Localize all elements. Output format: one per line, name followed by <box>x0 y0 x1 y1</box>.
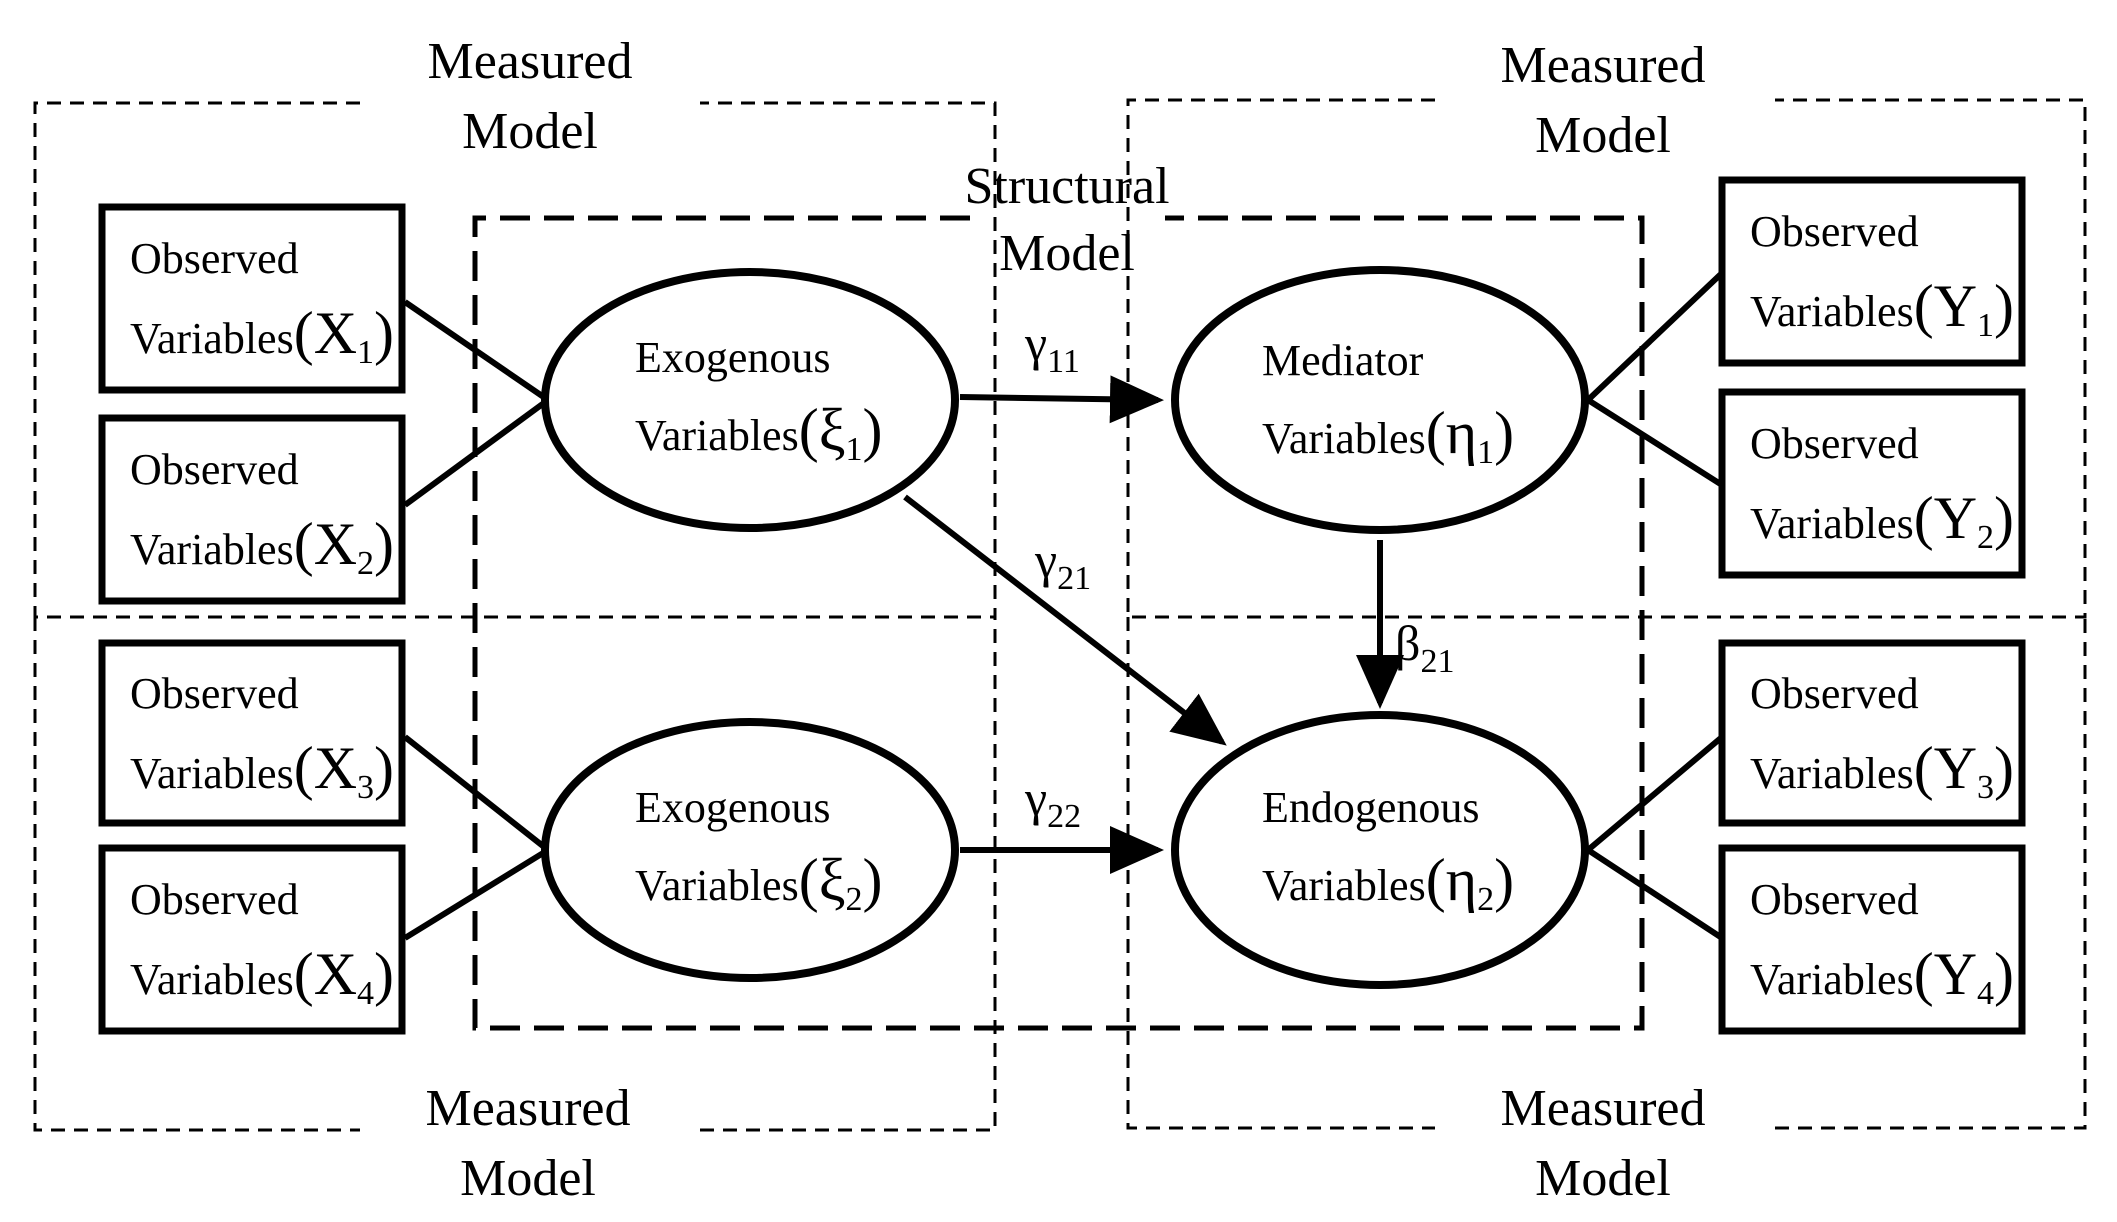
label-gamma-11: γ11 <box>1024 315 1080 380</box>
frame-bottom-left <box>33 617 997 1132</box>
observed-y3: Observed Variables(Y3) <box>1718 639 2026 827</box>
observed-y1-type: Observed <box>1750 207 1919 256</box>
observed-y1-label: Variables(Y1) <box>1750 273 2014 344</box>
observed-x1: Observed Variables(X1) <box>98 203 406 394</box>
line-eta1-y1 <box>1585 270 1725 403</box>
observed-x2-label: Variables(X2) <box>130 511 394 582</box>
latent-xi1-type: Exogenous <box>635 333 831 382</box>
latent-eta2-type: Endogenous <box>1262 783 1480 832</box>
observed-x3: Observed Variables(X3) <box>98 639 406 827</box>
observed-y2-type: Observed <box>1750 419 1919 468</box>
path-labels: γ11 γ21 γ22 β21 <box>1024 315 1454 835</box>
observed-x3-type: Observed <box>130 669 299 718</box>
line-x3-xi2 <box>403 734 550 853</box>
observed-x4: Observed Variables(X4) <box>98 844 406 1035</box>
frame-bottom-right <box>1126 617 2087 1130</box>
measured-label-br-line2: Model <box>1535 1150 1671 1207</box>
observed-x1-label: Variables(X1) <box>130 300 394 371</box>
arrow-xi1-eta2 <box>903 494 1227 746</box>
observed-y2: Observed Variables(Y2) <box>1718 388 2026 579</box>
indicator-lines <box>403 270 1725 941</box>
observed-y3-type: Observed <box>1750 669 1919 718</box>
latent-xi2: Exogenous Variables(ξ2) <box>541 718 959 982</box>
measured-label-bl-line1: Measured <box>425 1080 630 1137</box>
frame-top-right <box>1126 98 2087 619</box>
line-eta2-y3 <box>1586 734 1724 853</box>
observed-x2: Observed Variables(X2) <box>98 414 406 605</box>
structural-label-line2: Model <box>999 225 1135 282</box>
label-gamma-22: γ22 <box>1024 770 1081 835</box>
arrow-xi1-eta1 <box>959 375 1164 424</box>
line-x1-xi1 <box>403 299 550 403</box>
latent-eta1-label: Variables(η1) <box>1262 400 1514 471</box>
observed-x3-label: Variables(X3) <box>130 735 394 806</box>
line-eta1-y2 <box>1586 397 1724 488</box>
measured-model-frames <box>33 98 2087 1132</box>
measured-label-tr-line2: Model <box>1535 107 1671 164</box>
measured-label-br-line1: Measured <box>1500 1080 1705 1137</box>
measured-label-tl-line2: Model <box>462 103 598 160</box>
latent-eta1-type: Mediator <box>1262 336 1424 385</box>
observed-y2-label: Variables(Y2) <box>1750 485 2014 556</box>
observed-y4-type: Observed <box>1750 875 1919 924</box>
latent-xi1: Exogenous Variables(ξ1) <box>541 268 959 532</box>
observed-x4-type: Observed <box>130 875 299 924</box>
observed-x1-type: Observed <box>130 234 299 283</box>
observed-y1: Observed Variables(Y1) <box>1718 176 2026 367</box>
line-eta2-y4 <box>1586 847 1724 941</box>
observed-x4-label: Variables(X4) <box>130 941 394 1012</box>
structural-label-line1: Structural <box>964 158 1169 215</box>
latent-eta2: Endogenous Variables(η2) <box>1171 711 1589 989</box>
latent-eta2-label: Variables(η2) <box>1262 847 1514 918</box>
section-labels: Measured Model Measured Model Measured M… <box>425 33 1705 1207</box>
frame-structural <box>472 215 1645 1031</box>
label-beta-21: β21 <box>1395 615 1454 680</box>
observed-y4-label: Variables(Y4) <box>1750 941 2014 1012</box>
measured-label-tr-line1: Measured <box>1500 37 1705 94</box>
structural-arrows <box>903 375 1404 874</box>
frame-top-left <box>33 101 997 619</box>
line-x4-xi2 <box>403 847 550 941</box>
observed-y: Observed Variables(Y1) Observed Variable… <box>1718 176 2026 1035</box>
latent-xi2-type: Exogenous <box>635 783 831 832</box>
observed-x2-type: Observed <box>130 445 299 494</box>
label-gamma-21: γ21 <box>1034 532 1091 597</box>
line-x2-xi1 <box>403 397 550 508</box>
observed-y3-label: Variables(Y3) <box>1750 735 2014 806</box>
latent-xi2-label: Variables(ξ2) <box>635 847 882 918</box>
latent-variables: Exogenous Variables(ξ1) Exogenous Variab… <box>541 266 1589 989</box>
latent-eta1: Mediator Variables(η1) <box>1171 266 1589 534</box>
measured-label-bl-line2: Model <box>460 1150 596 1207</box>
observed-x: Observed Variables(X1) Observed Variable… <box>98 203 406 1035</box>
observed-y4: Observed Variables(Y4) <box>1718 844 2026 1035</box>
measured-label-tl-line1: Measured <box>427 33 632 90</box>
latent-xi1-label: Variables(ξ1) <box>635 397 882 468</box>
